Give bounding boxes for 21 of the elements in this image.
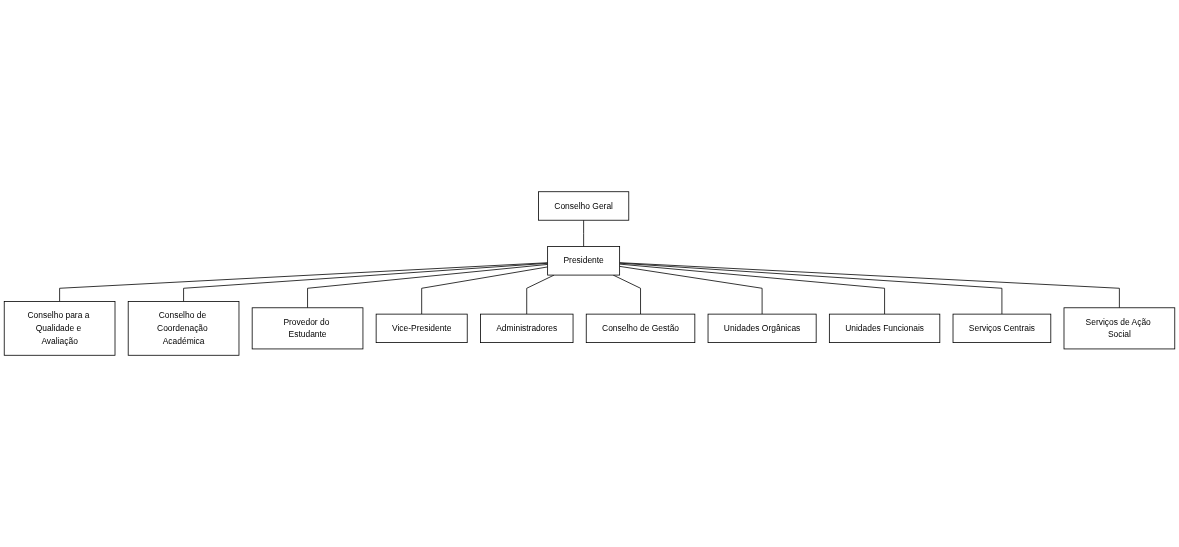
connector <box>619 263 885 315</box>
node-box: Serviços de Ação Social <box>1063 307 1176 350</box>
node-box: Vice-Presidente <box>375 313 468 343</box>
node-box: Administradores <box>480 313 574 343</box>
node-box: Serviços Centrais <box>952 313 1052 343</box>
node-box: Provedor do Estudante <box>251 307 364 350</box>
node-box: Conselho de Gestão <box>585 313 696 343</box>
node-box: Conselho para a Qualidade e Avaliação <box>3 301 116 356</box>
connector <box>583 219 585 247</box>
node-box: Unidades Funcionais <box>828 313 941 343</box>
connector <box>59 262 549 302</box>
connector <box>421 266 549 315</box>
connector <box>307 264 549 309</box>
node-box: Presidente <box>547 246 621 276</box>
node-box: Unidades Orgânicas <box>707 313 817 343</box>
node-box: Conselho Geral <box>538 191 630 221</box>
node-box: Conselho de Coordenação Académica <box>127 301 240 356</box>
connector <box>619 262 1120 309</box>
connector <box>183 262 549 302</box>
connector <box>619 262 1003 315</box>
connector <box>619 265 763 315</box>
